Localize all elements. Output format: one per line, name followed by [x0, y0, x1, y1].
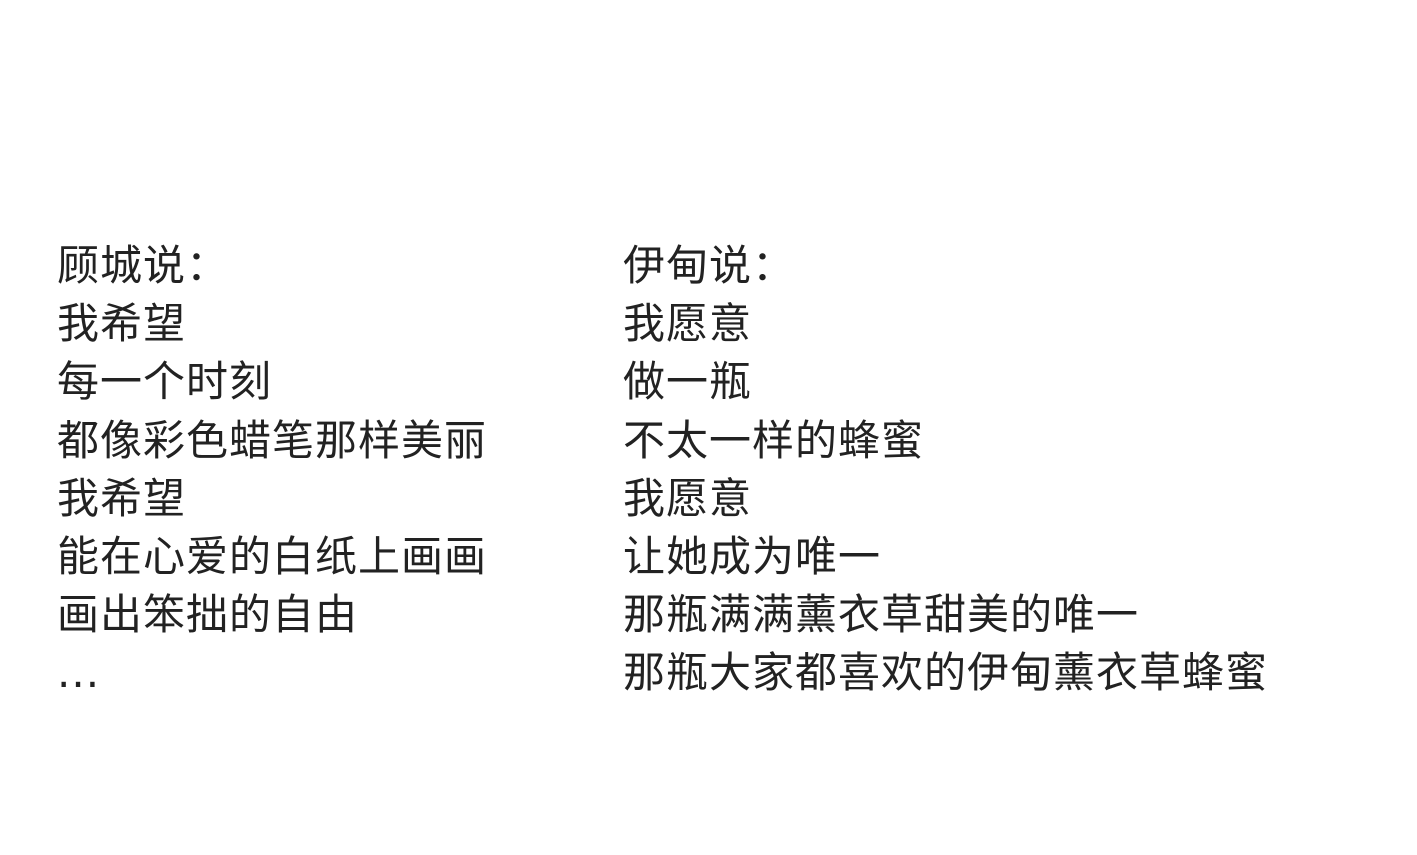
gucheng-quote-column: 顾城说： 我希望 每一个时刻 都像彩色蜡笔那样美丽 我希望 能在心爱的白纸上画画… [57, 237, 487, 703]
eden-quote-column: 伊甸说： 我愿意 做一瓶 不太一样的蜂蜜 我愿意 让她成为唯一 那瓶满满薰衣草甜… [623, 237, 1268, 703]
gucheng-line-4: 我希望 [57, 473, 187, 523]
eden-line-6: 那瓶满满薰衣草甜美的唯一 [623, 590, 1140, 640]
gucheng-heading: 顾城说： [57, 241, 230, 290]
eden-line-7: 那瓶大家都喜欢的伊甸薰衣草蜂蜜 [623, 648, 1269, 698]
gucheng-line-3: 都像彩色蜡笔那样美丽 [57, 415, 488, 465]
gucheng-line-5: 能在心爱的白纸上画画 [57, 531, 488, 581]
eden-line-2: 做一瓶 [623, 357, 753, 407]
gucheng-line-6: 画出笨拙的自由 [57, 590, 359, 640]
eden-line-4: 我愿意 [623, 473, 753, 523]
eden-heading: 伊甸说： [623, 241, 796, 290]
gucheng-line-2: 每一个时刻 [57, 357, 273, 407]
gucheng-line-1: 我希望 [57, 299, 187, 349]
eden-line-5: 让她成为唯一 [623, 531, 882, 581]
eden-line-3: 不太一样的蜂蜜 [623, 415, 925, 465]
eden-line-1: 我愿意 [623, 299, 753, 349]
gucheng-ellipsis: ... [57, 648, 101, 698]
